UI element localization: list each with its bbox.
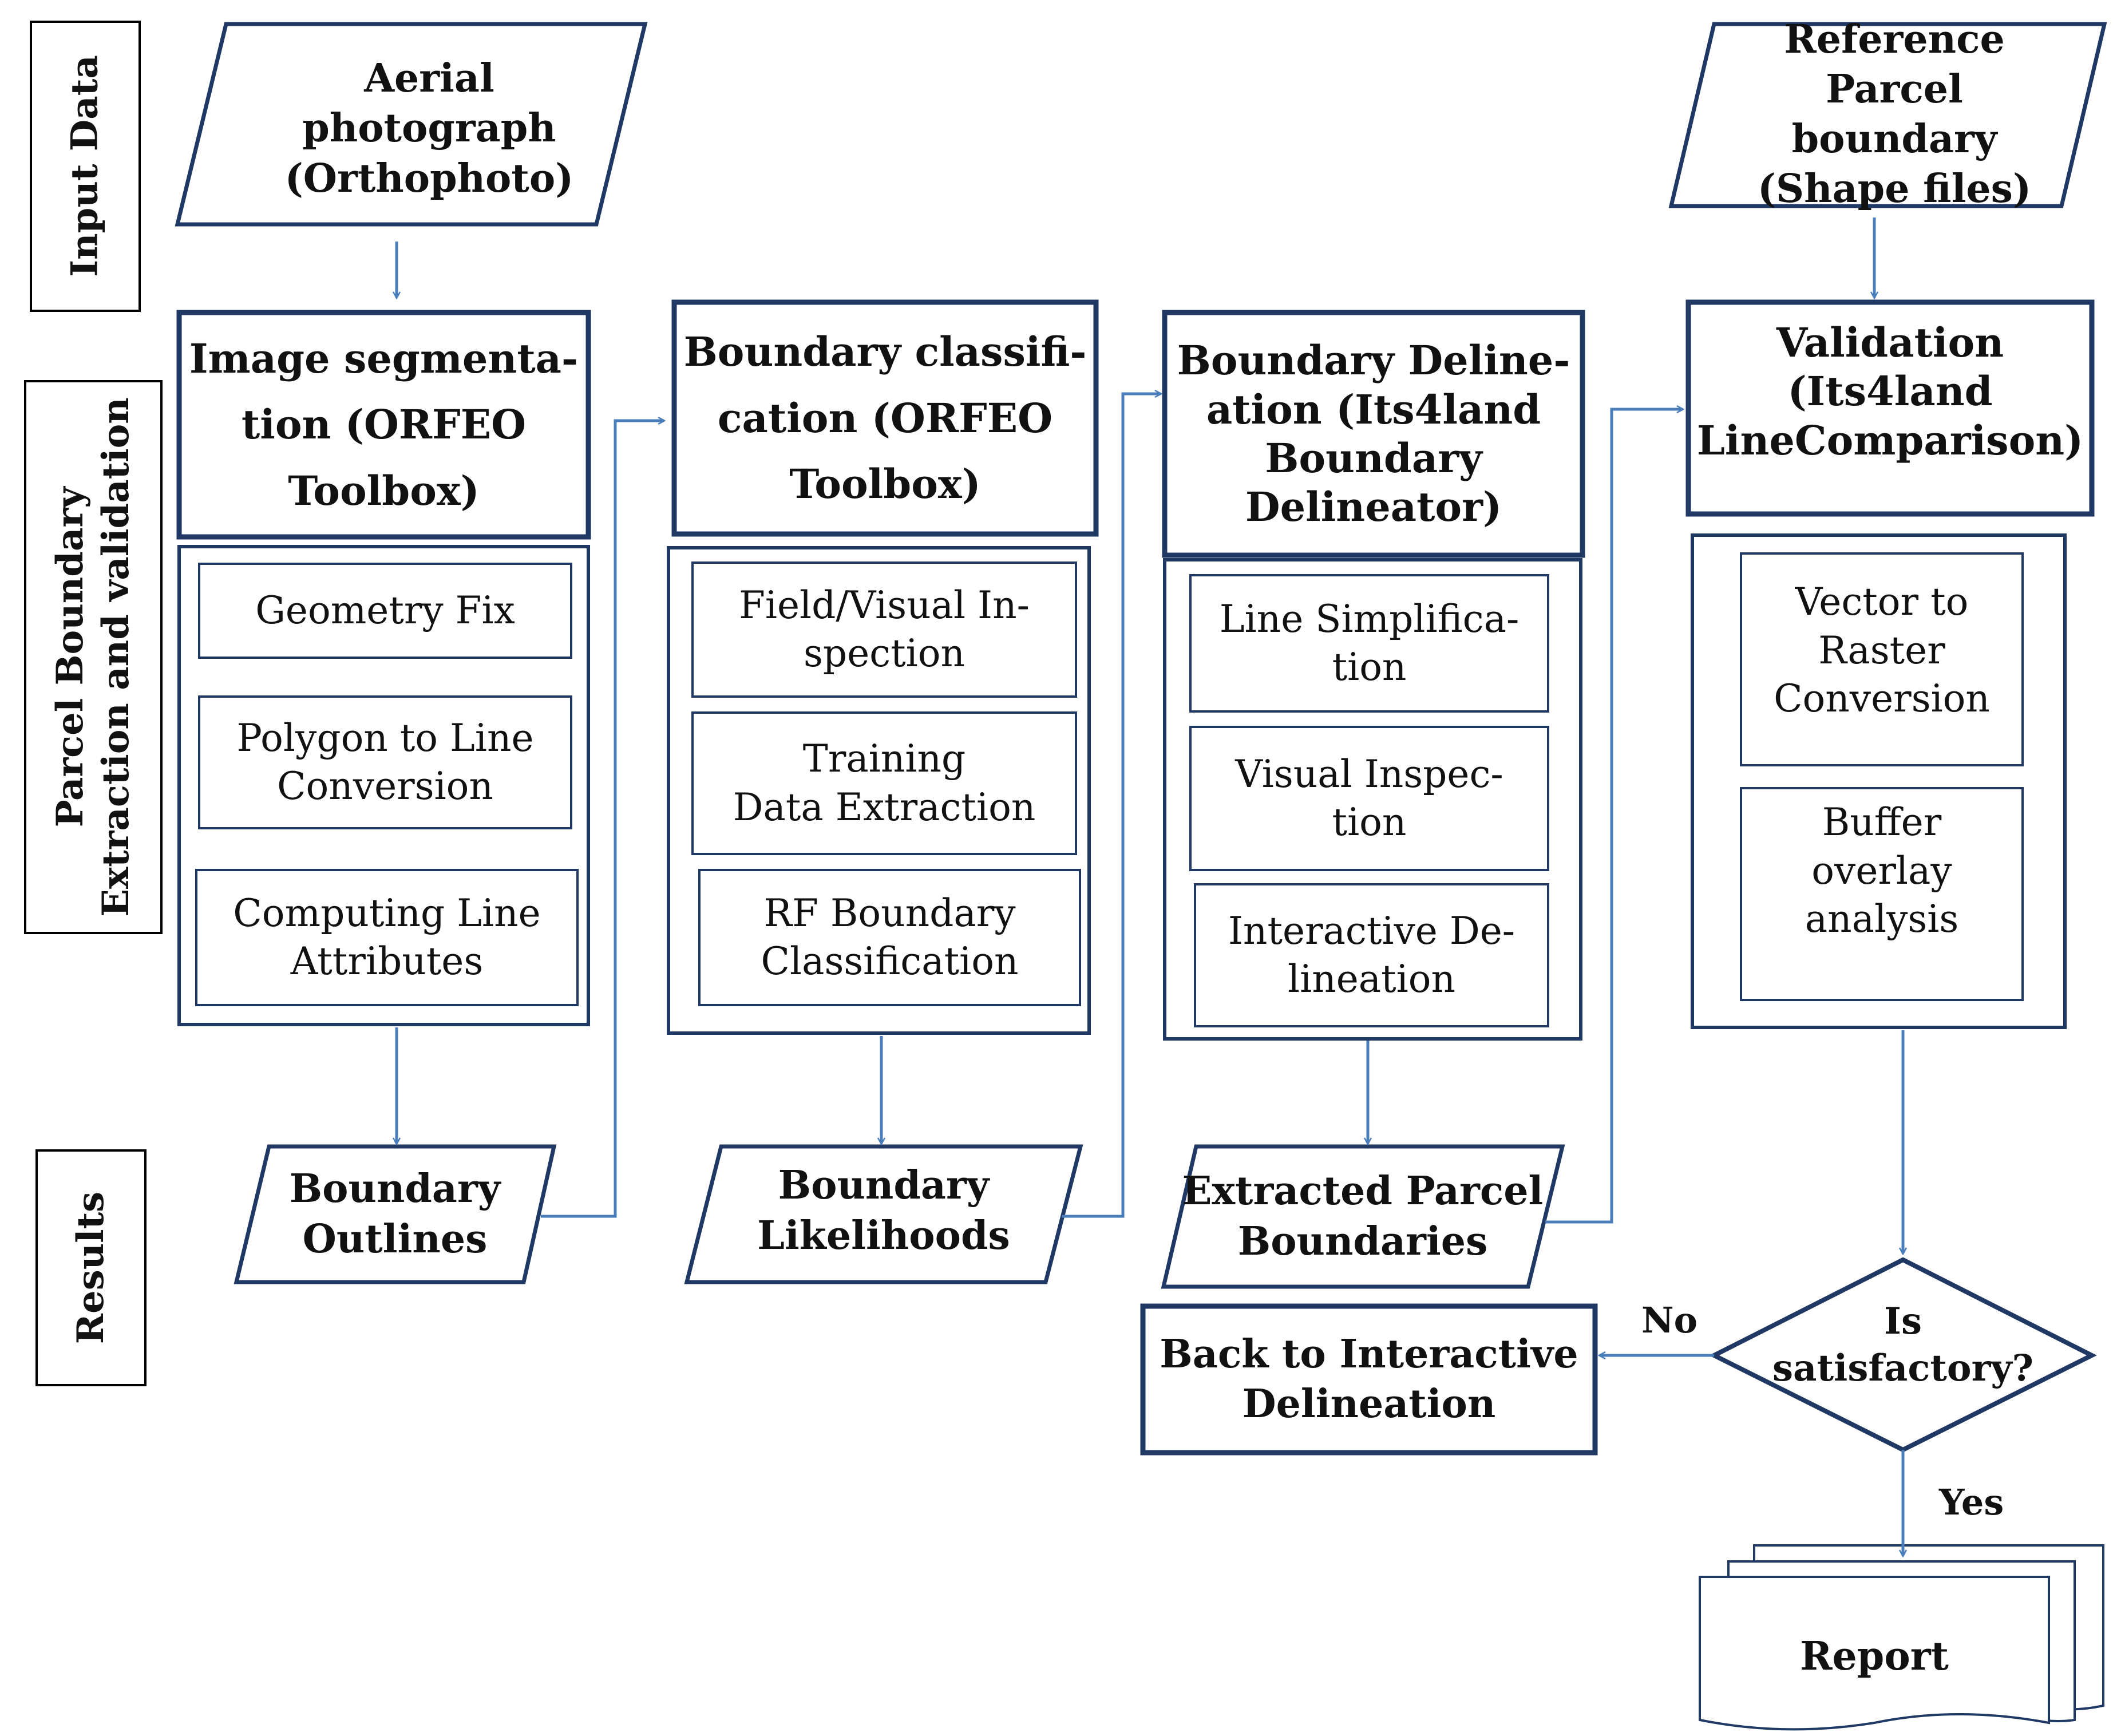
substep-vector-raster-box: [1740, 552, 2024, 766]
arrow-outlines-to-step2: [541, 421, 664, 1218]
step-1-title-box: [176, 310, 591, 540]
reference-input: Reference Parcel boundary (Shape files): [1757, 16, 2032, 212]
side-label-results: Results: [69, 1191, 112, 1344]
arrow-extracted-to-step4: [1545, 409, 1683, 1224]
back-to-delineation: Back to Interactive Delineation: [1160, 1331, 1578, 1427]
substep-geometry-fix-box: [198, 563, 572, 659]
arrow-likelihoods-to-step3: [1062, 394, 1161, 1218]
step-2-title-box: [671, 299, 1099, 537]
side-label-input: Input Data: [63, 55, 106, 277]
substep-interactive-delineation: Interactive De- lineation: [1228, 908, 1515, 1001]
result-extracted-shape: [1161, 1144, 1565, 1289]
side-frame-input: [30, 21, 141, 312]
substep-line-simplification: Line Simplifica- tion: [1219, 596, 1520, 689]
report-doc-front: [1699, 1576, 2050, 1731]
substep-visual-inspection: Visual Inspec- tion: [1235, 752, 1503, 844]
substep-field-inspection: Field/Visual In- spection: [739, 583, 1030, 675]
step-3-title-box: [1162, 310, 1585, 558]
substep-training-data: Training Data Extraction: [733, 737, 1036, 829]
report-label: Report: [1800, 1634, 1949, 1680]
decision-question: Is satisfactory?: [1772, 1300, 2034, 1390]
substep-field-inspection-box: [691, 561, 1077, 698]
substep-line-attributes-box: [195, 869, 579, 1006]
substep-interactive-delineation-box: [1194, 883, 1549, 1027]
back-to-delineation-box: [1140, 1303, 1598, 1456]
substep-visual-inspection-box: [1189, 726, 1549, 871]
substep-geometry-fix: Geometry Fix: [255, 588, 515, 632]
result-likelihoods-shape: [684, 1144, 1083, 1284]
substep-rf-classification: RF Boundary Classification: [761, 891, 1019, 983]
side-label-process: Parcel Boundary Extraction and validatio…: [49, 397, 137, 917]
result-likelihoods: Boundary Likelihoods: [757, 1162, 1010, 1259]
substep-buffer-overlay-box: [1740, 787, 2024, 1001]
substep-rf-classification-box: [698, 869, 1081, 1006]
substep-vector-raster: Vector to Raster Conversion: [1774, 580, 1990, 721]
step-4-title-box: [1685, 299, 2095, 517]
result-extracted: Extracted Parcel Boundaries: [1182, 1168, 1544, 1264]
reference-input-shape: [1668, 22, 2107, 208]
substep-line-attributes: Computing Line Attributes: [233, 891, 541, 983]
step-1-title: Image segmenta- tion (ORFEO Toolbox): [189, 334, 579, 515]
aerial-input-shape: [175, 22, 648, 227]
step-2-title: Boundary classifi- cation (ORFEO Toolbox…: [683, 328, 1087, 508]
substep-line-simplification-box: [1189, 574, 1549, 713]
substep-training-data-box: [691, 711, 1077, 855]
decision-no-label: No: [1641, 1299, 1698, 1341]
substep-polygon-to-line-box: [198, 695, 572, 829]
side-frame-results: [35, 1149, 147, 1386]
step-3-title: Boundary Deline- ation (Its4land Boundar…: [1177, 337, 1570, 531]
substep-buffer-overlay: Buffer overlay analysis: [1805, 800, 1959, 942]
decision-yes-label: Yes: [1939, 1481, 2004, 1523]
side-frame-process: [24, 380, 163, 934]
result-outlines: Boundary Outlines: [289, 1166, 501, 1262]
substep-polygon-to-line: Polygon to Line Conversion: [236, 715, 534, 808]
result-outlines-shape: [234, 1144, 557, 1284]
step-4-title: Validation (Its4land LineComparison): [1696, 318, 2084, 464]
aerial-input: Aerial photograph (Orthophoto): [284, 56, 574, 201]
